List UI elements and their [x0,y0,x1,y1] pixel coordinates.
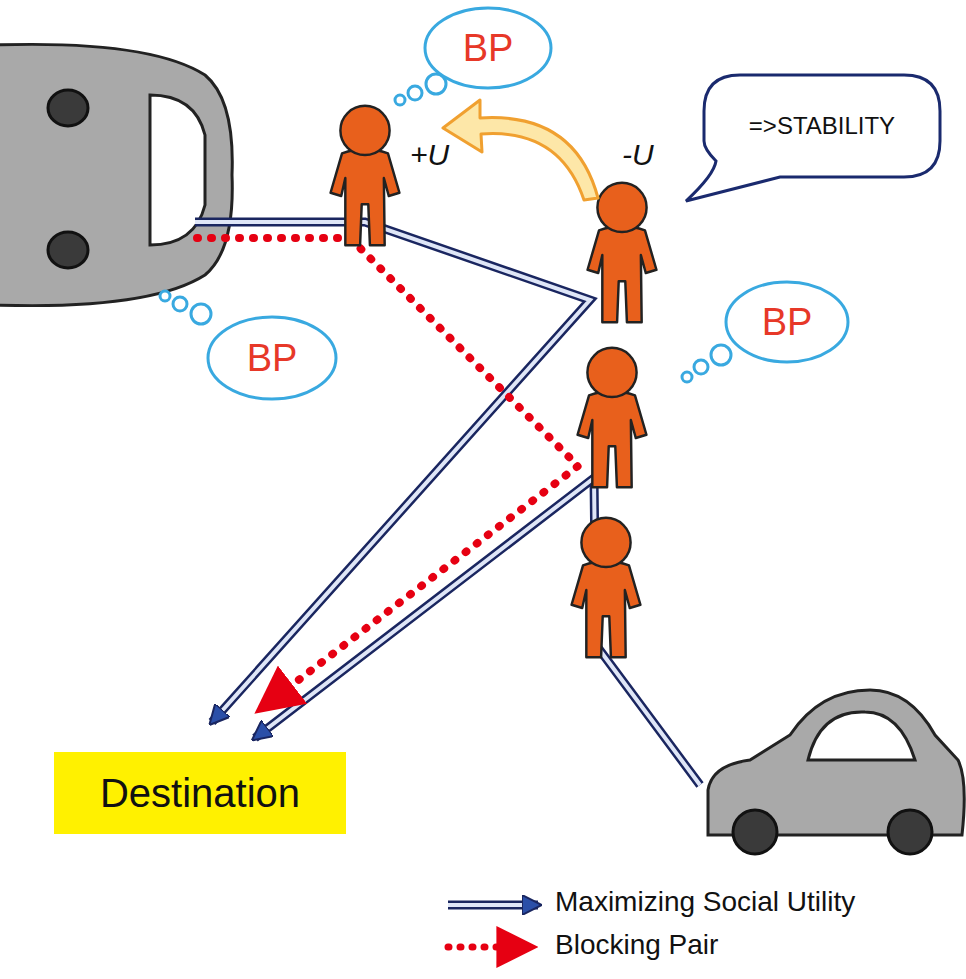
legend-entry: Maximizing Social Utility [555,886,855,918]
speech-bubble: =>STABILITY [702,73,942,179]
legend-entry: Blocking Pair [555,929,718,961]
blocking-pair-route [197,238,578,708]
thought-bubble: BP [423,6,553,90]
car-rear [0,44,232,305]
transfer-arrow [443,100,598,200]
utility-routes [195,222,700,785]
utility-label: -U [622,138,654,172]
utility-label: +U [410,138,449,172]
node-text: Destination [100,771,300,816]
legend-text: Blocking Pair [555,929,718,960]
destination-box: Destination [54,752,346,834]
person [588,183,657,322]
legend-samples [448,905,538,947]
thought-bubble: BP [206,315,338,401]
legend-text: Maximizing Social Utility [555,886,855,917]
node-text: =>STABILITY [749,112,895,140]
person [578,348,647,487]
thought-bubble: BP [724,280,850,364]
car-side [708,690,964,854]
person [331,106,400,245]
node-text: BP [247,337,298,380]
node-text: BP [762,301,813,344]
person [572,518,641,657]
node-text: BP [463,27,514,70]
